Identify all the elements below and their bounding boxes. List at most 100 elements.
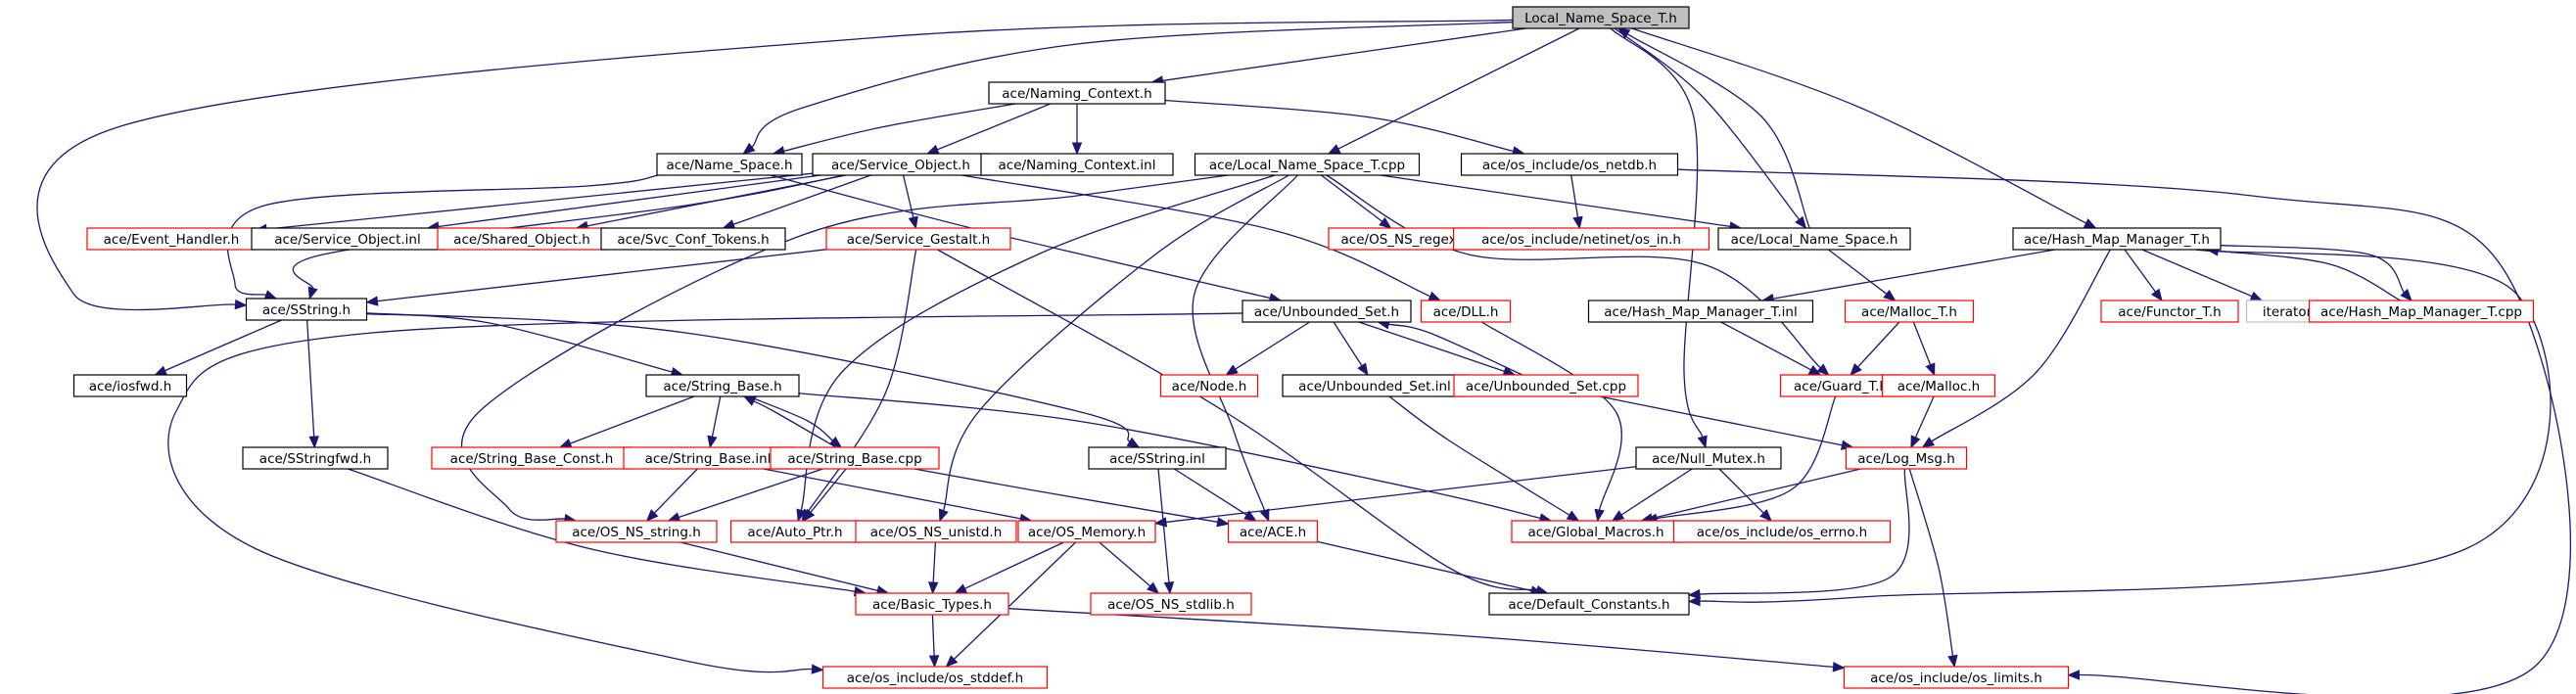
- node-box: [1088, 446, 1227, 470]
- node-os-limits-h[interactable]: ace/os_include/os_limits.h: [1843, 666, 2070, 689]
- node-os-memory-h[interactable]: ace/OS_Memory.h: [1017, 520, 1156, 543]
- edge-arrowhead: [308, 436, 319, 449]
- node-log-msg-h[interactable]: ace/Log_Msg.h: [1845, 446, 1968, 470]
- node-box: [1881, 374, 1996, 397]
- node-os-in-h[interactable]: ace/os_include/netinet/os_in.h: [1452, 227, 1710, 251]
- node-null-mutex-h[interactable]: ace/Null_Mutex.h: [1635, 446, 1782, 470]
- node-guard-t-h[interactable]: ace/Guard_T.h: [1779, 374, 1902, 397]
- node-auto-ptr-h[interactable]: ace/Auto_Ptr.h: [729, 520, 861, 543]
- node-sstring-h[interactable]: ace/SString.h: [245, 298, 368, 321]
- node-label: ace/Service_Gestalt.h: [847, 232, 990, 248]
- node-label: ace/os_include/os_errno.h: [1697, 525, 1867, 540]
- edge-arrowhead: [1594, 508, 1605, 523]
- node-box: [1635, 446, 1782, 470]
- edge-arrowhead: [154, 365, 168, 376]
- node-service-object-inl[interactable]: ace/Service_Object.inl: [251, 227, 445, 251]
- node-sstring-inl[interactable]: ace/SString.inl: [1088, 446, 1227, 470]
- node-os-ns-stdlib-h[interactable]: ace/OS_NS_stdlib.h: [1090, 592, 1252, 616]
- node-default-constants-h[interactable]: ace/Default_Constants.h: [1488, 592, 1690, 616]
- edge-arrowhead: [707, 435, 718, 449]
- node-functor-t-h[interactable]: ace/Functor_T.h: [2100, 300, 2239, 323]
- node-basic-types-h[interactable]: ace/Basic_Types.h: [855, 592, 1009, 616]
- node-os-netdb-h[interactable]: ace/os_include/os_netdb.h: [1460, 153, 1679, 176]
- edge-sstring-h-to-sstringfwd-h: [306, 319, 315, 438]
- node-naming-context-h[interactable]: ace/Naming_Context.h: [988, 81, 1166, 105]
- node-svc-conf-tokens-h[interactable]: ace/Svc_Conf_Tokens.h: [600, 227, 786, 251]
- node-label: ace/Naming_Context.inl: [999, 158, 1156, 173]
- edge-arrowhead: [2151, 288, 2163, 302]
- node-label: ace/DLL.h: [1433, 304, 1499, 320]
- node-unbounded-set-h[interactable]: ace/Unbounded_Set.h: [1241, 300, 1412, 323]
- node-malloc-h[interactable]: ace/Malloc.h: [1881, 374, 1996, 397]
- edge-local-name-space-t-cpp-to-os-ns-unistd-h: [942, 174, 1289, 511]
- node-service-object-h[interactable]: ace/Service_Object.h: [812, 153, 990, 176]
- edge-arrowhead: [1795, 215, 1807, 230]
- edge-unbounded-set-h-to-node-h: [1235, 321, 1310, 370]
- node-unbounded-set-inl[interactable]: ace/Unbounded_Set.inl: [1282, 374, 1468, 397]
- node-label: ace/Event_Handler.h: [104, 232, 240, 248]
- edge-string-base-inl-to-os-memory-h: [763, 468, 1021, 520]
- node-event-handler-h[interactable]: ace/Event_Handler.h: [86, 227, 257, 251]
- node-label: ace/Hash_Map_Manager_T.h: [2024, 232, 2210, 248]
- edge-string-base-h-to-global-macros-h: [798, 393, 1541, 520]
- node-string-base-inl[interactable]: ace/String_Base.inl: [623, 446, 793, 470]
- node-os-ns-unistd-h[interactable]: ace/OS_NS_unistd.h: [855, 520, 1017, 543]
- node-os-errno-h[interactable]: ace/os_include/os_errno.h: [1672, 520, 1892, 543]
- node-hash-map-manager-t-inl[interactable]: ace/Hash_Map_Manager_T.inl: [1587, 300, 1814, 323]
- node-name-space-h[interactable]: ace/Name_Space.h: [656, 153, 803, 176]
- node-box: [1843, 666, 2070, 689]
- node-root[interactable]: Local_Name_Space_T.h: [1512, 6, 1690, 29]
- node-box: [2308, 300, 2535, 323]
- node-dll-h[interactable]: ace/DLL.h: [1420, 300, 1512, 323]
- node-hash-map-manager-t-cpp[interactable]: ace/Hash_Map_Manager_T.cpp: [2308, 300, 2535, 323]
- node-box: [2100, 300, 2239, 323]
- edge-string-base-inl-to-os-ns-string-h: [653, 468, 698, 514]
- node-label: ace/Hash_Map_Manager_T.cpp: [2320, 304, 2522, 320]
- node-box: [1717, 227, 1911, 251]
- edge-arrowhead: [1327, 144, 1341, 155]
- edge-arrowhead: [928, 655, 940, 669]
- edge-service-gestalt-h-to-sstring-h: [377, 249, 827, 302]
- edge-arrowhead: [742, 142, 756, 155]
- node-label: ace/os_include/os_netdb.h: [1482, 158, 1657, 173]
- edge-string-base-cpp-to-string-base-h: [753, 400, 837, 448]
- edge-local-name-space-h-to-malloc-t-h: [1828, 249, 1888, 295]
- node-label: ace/Hash_Map_Manager_T.inl: [1604, 304, 1797, 320]
- node-label: ace/Service_Object.h: [831, 158, 970, 173]
- edge-arrowhead: [908, 215, 918, 230]
- edge-arrowhead: [2400, 288, 2412, 301]
- node-os-stddef-h[interactable]: ace/os_include/os_stddef.h: [821, 666, 1049, 689]
- edge-hash-map-manager-t-h-to-functor-t-h: [2124, 249, 2157, 293]
- edge-arrowhead: [2249, 291, 2264, 301]
- node-unbounded-set-cpp[interactable]: ace/Unbounded_Set.cpp: [1453, 374, 1639, 397]
- edge-arrowhead: [1921, 437, 1936, 448]
- edge-root-to-local-name-space-t-cpp: [1337, 27, 1580, 150]
- edge-local-name-space-t-cpp-to-ace-h: [1192, 174, 1298, 511]
- node-hash-map-manager-t-h[interactable]: ace/Hash_Map_Manager_T.h: [2012, 227, 2222, 251]
- node-node-h[interactable]: ace/Node.h: [1159, 374, 1259, 397]
- node-local-name-space-h[interactable]: ace/Local_Name_Space.h: [1717, 227, 1911, 251]
- node-ace-h[interactable]: ace/ACE.h: [1227, 520, 1319, 543]
- node-string-base-h[interactable]: ace/String_Base.h: [645, 374, 800, 397]
- node-label: ace/iosfwd.h: [89, 379, 172, 394]
- node-naming-context-inl[interactable]: ace/Naming_Context.inl: [980, 153, 1174, 176]
- node-box: [1241, 300, 1412, 323]
- edge-malloc-t-h-to-malloc-h: [1912, 321, 1932, 366]
- edge-hash-map-manager-t-h-to-iterator: [2141, 249, 2253, 298]
- edge-sstring-h-to-iosfwd-h: [164, 319, 282, 372]
- edge-unbounded-set-h-to-os-stddef-h: [167, 312, 1243, 673]
- node-service-gestalt-h[interactable]: ace/Service_Gestalt.h: [825, 227, 1011, 251]
- node-os-ns-string-h[interactable]: ace/OS_NS_string.h: [555, 520, 718, 543]
- node-os-ns-regex-h[interactable]: ace/OS_NS_regex.h: [1328, 227, 1482, 251]
- node-shared-object-h[interactable]: ace/Shared_Object.h: [437, 227, 607, 251]
- node-string-base-const-h[interactable]: ace/String_Base_Const.h: [431, 446, 632, 470]
- node-iosfwd-h[interactable]: ace/iosfwd.h: [72, 374, 188, 397]
- node-malloc-t-h[interactable]: ace/Malloc_T.h: [1844, 300, 1975, 323]
- node-local-name-space-t-cpp[interactable]: ace/Local_Name_Space_T.cpp: [1194, 153, 1421, 176]
- node-sstringfwd-h[interactable]: ace/SStringfwd.h: [242, 446, 389, 470]
- node-string-base-cpp[interactable]: ace/String_Base.cpp: [770, 446, 940, 470]
- node-label: ace/Malloc.h: [1897, 379, 1981, 394]
- node-label: ace/String_Base.inl: [645, 451, 772, 467]
- node-label: ace/OS_NS_regex.h: [1341, 232, 1470, 248]
- node-global-macros-h[interactable]: ace/Global_Macros.h: [1511, 520, 1681, 543]
